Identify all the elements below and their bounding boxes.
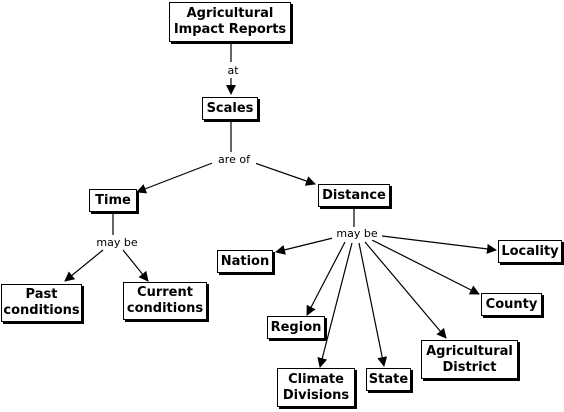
connector-may-be-to-region [306,241,346,316]
concept-county[interactable]: County [481,293,542,316]
concept-nation[interactable]: Nation [217,250,273,273]
concept-past-conditions[interactable]: Past conditions [1,284,82,322]
concept-scales[interactable]: Scales [202,97,258,120]
connector-may-be-to-agricultural-district [364,241,447,339]
concept-climate-divisions[interactable]: Climate Divisions [277,368,355,407]
connector-may-be-to-locality [373,234,497,254]
concept-region[interactable]: Region [267,316,325,339]
concept-locality[interactable]: Locality [498,240,562,263]
concept-time[interactable]: Time [89,189,137,212]
connector-may-be-to-county [371,239,480,295]
concept-state[interactable]: State [366,368,411,391]
concept-agricultural-district[interactable]: Agricultural District [421,340,518,379]
linking-phrase-are-of: are of [212,153,256,166]
connector-may-be-to-current [122,249,149,282]
connector-may-be-to-nation [275,236,338,255]
linking-phrase-time-may-be: may be [92,236,142,249]
concept-current-conditions[interactable]: Current conditions [123,282,207,320]
connector-may-be-to-state [358,242,388,367]
linking-phrase-distance-may-be: may be [332,227,382,240]
connector-are-of-to-distance [251,161,316,186]
concept-distance[interactable]: Distance [318,184,390,207]
connector-are-of-to-time [136,161,216,194]
connector-may-be-to-past [64,249,104,282]
concept-agricultural-impact-reports[interactable]: Agricultural Impact Reports [169,2,291,42]
linking-phrase-at: at [220,64,246,77]
connector-may-be-to-climate-divisions [317,242,353,368]
